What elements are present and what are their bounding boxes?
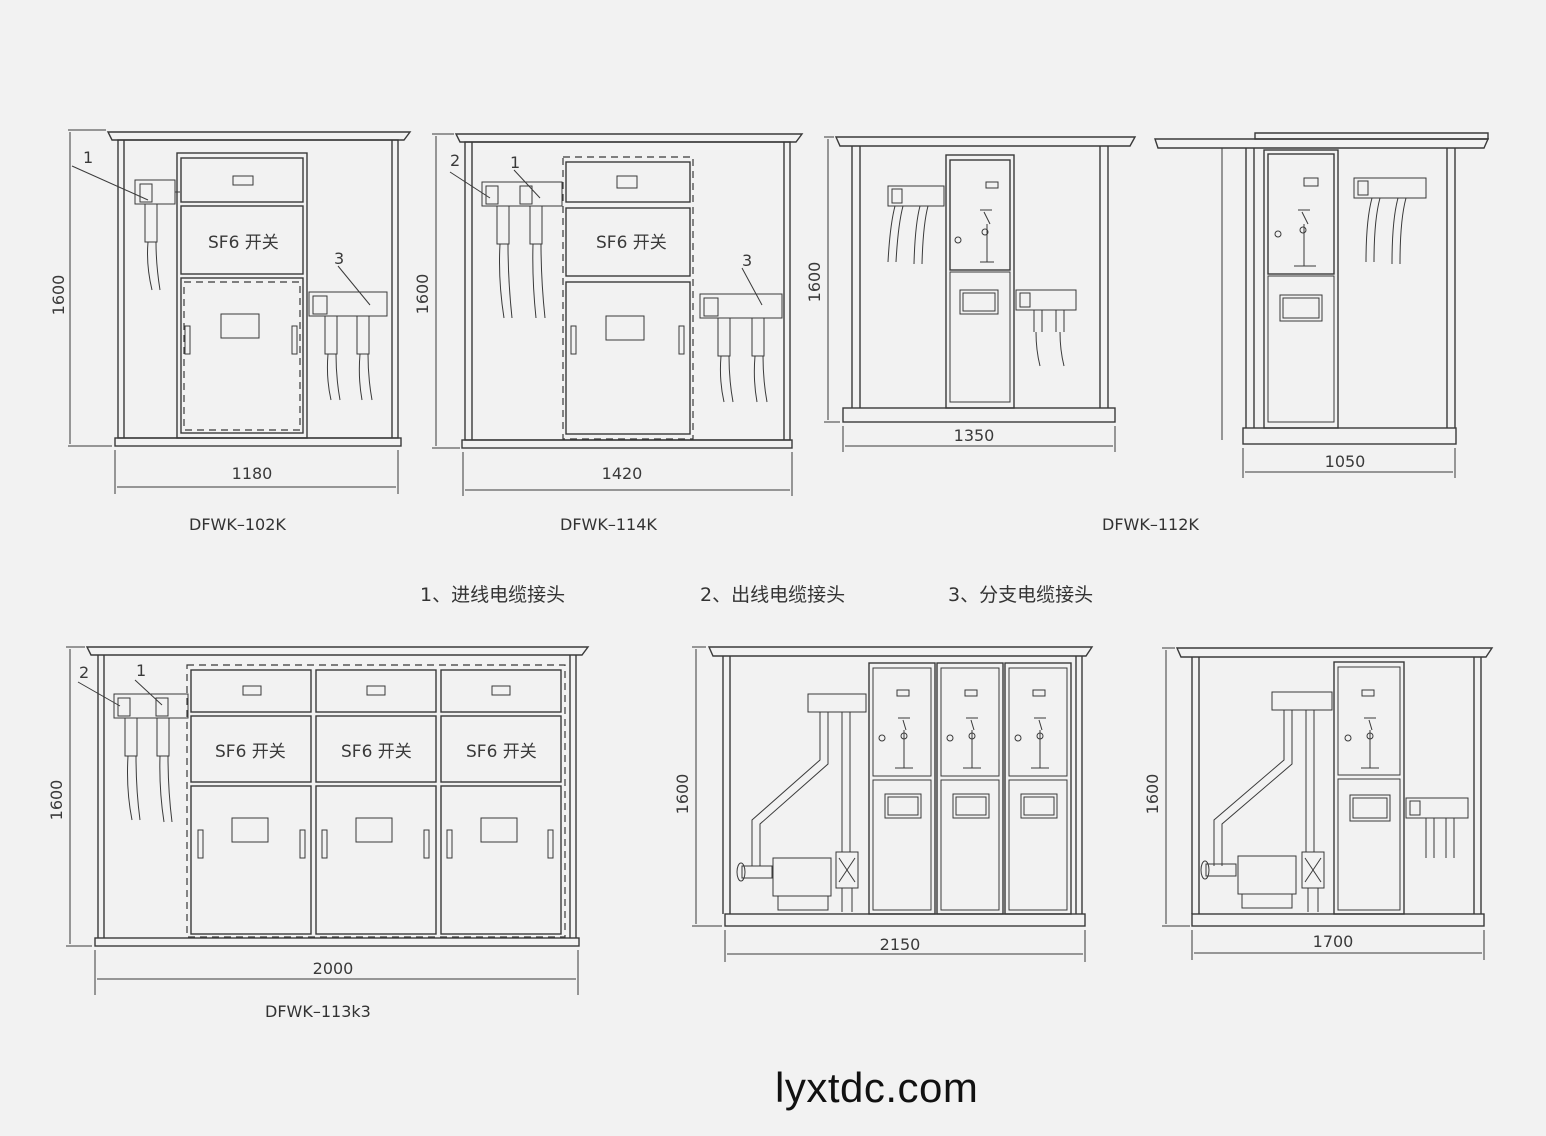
sf6-switch-label: SF6 开关 bbox=[466, 742, 537, 762]
callout-2: 2 bbox=[79, 663, 89, 682]
sf6-switch-label: SF6 开关 bbox=[341, 742, 412, 762]
callout-1: 1 bbox=[83, 148, 93, 167]
panel-1350: 1600 1350 bbox=[805, 136, 1137, 452]
width-dimension: 1350 bbox=[954, 426, 995, 445]
model-dfwk-102k: DFWK–102K bbox=[189, 515, 286, 534]
width-dimension: 2000 bbox=[313, 959, 354, 978]
sf6-switch-label: SF6 开关 bbox=[215, 742, 286, 762]
panel-1050: 1050 bbox=[1154, 132, 1490, 478]
model-dfwk-114k: DFWK–114K bbox=[560, 515, 657, 534]
panel-dfwk-102k: 1 3 SF6 开关 1600 1180 bbox=[49, 129, 412, 494]
height-dimension: 1600 bbox=[47, 780, 66, 821]
height-dimension: 1600 bbox=[1143, 774, 1162, 815]
width-dimension: 1700 bbox=[1313, 932, 1354, 951]
switch-bay bbox=[190, 669, 312, 935]
legend-incoming-cable-joint: 1、进线电缆接头 bbox=[420, 584, 566, 606]
ring-main-unit bbox=[936, 662, 1004, 915]
panel-2150: 1600 2150 bbox=[673, 646, 1094, 962]
callout-1: 1 bbox=[510, 153, 520, 172]
switch-bay bbox=[315, 669, 437, 935]
width-dimension: 1050 bbox=[1325, 452, 1366, 471]
width-dimension: 2150 bbox=[880, 935, 921, 954]
switch-bay bbox=[440, 669, 562, 935]
width-dimension: 1420 bbox=[602, 464, 643, 483]
height-dimension: 1600 bbox=[673, 774, 692, 815]
legend-outgoing-cable-joint: 2、出线电缆接头 bbox=[700, 584, 846, 606]
ring-main-unit bbox=[1004, 662, 1072, 915]
height-dimension: 1600 bbox=[49, 275, 68, 316]
sf6-switch-label: SF6 开关 bbox=[596, 233, 667, 253]
model-dfwk-113k3: DFWK–113k3 bbox=[265, 1002, 371, 1021]
height-dimension: 1600 bbox=[805, 262, 824, 303]
panel-dfwk-113k3: 2 1 SF6 开关 SF6 开关 SF6 开关 1600 2000 bbox=[47, 646, 590, 995]
callout-2: 2 bbox=[450, 151, 460, 170]
callout-1: 1 bbox=[136, 661, 146, 680]
height-dimension: 1600 bbox=[413, 274, 432, 315]
sf6-switch-label: SF6 开关 bbox=[208, 233, 279, 253]
website-text: lyxtdc.com bbox=[775, 1064, 979, 1111]
model-dfwk-112k: DFWK–112K bbox=[1102, 515, 1199, 534]
ring-main-unit bbox=[868, 662, 936, 915]
callout-3: 3 bbox=[742, 251, 752, 270]
callout-3: 3 bbox=[334, 249, 344, 268]
width-dimension: 1180 bbox=[232, 464, 273, 483]
panel-dfwk-114k: 2 1 3 SF6 开关 1600 1420 bbox=[413, 133, 804, 496]
panel-1700: 1600 1700 bbox=[1143, 647, 1494, 960]
legend-branch-cable-joint: 3、分支电缆接头 bbox=[948, 584, 1094, 606]
